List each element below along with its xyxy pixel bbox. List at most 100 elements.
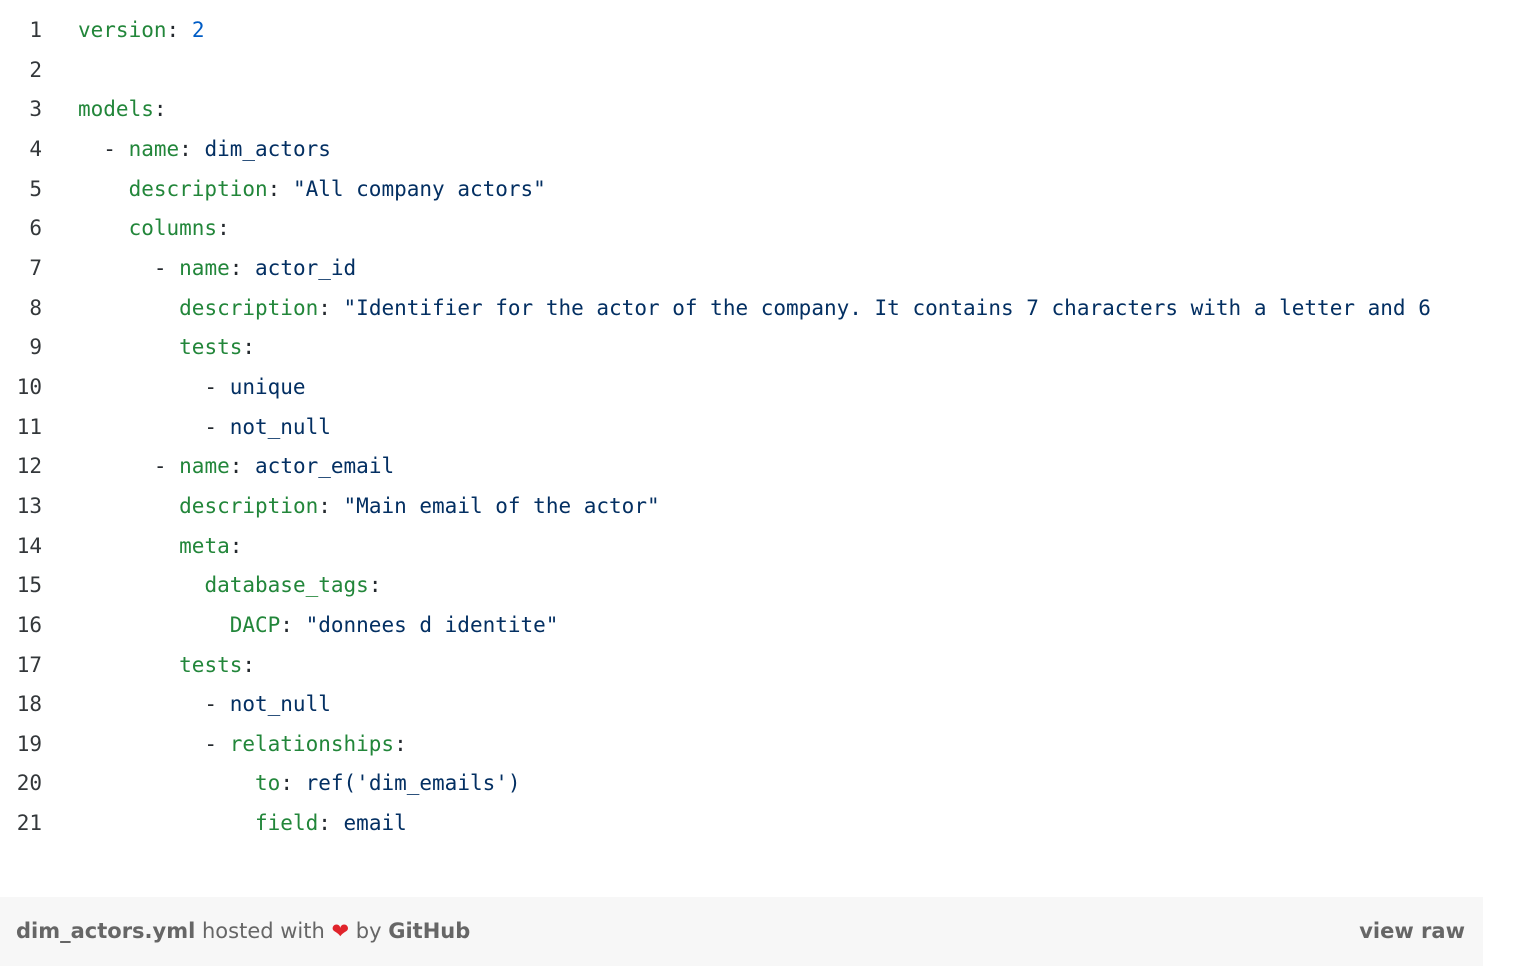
code-content: description: "Main email of the actor" (78, 487, 659, 527)
yaml-key: description (179, 295, 319, 320)
line-number: 15 (16, 573, 42, 598)
code-indent (78, 335, 179, 359)
yaml-key: name (179, 454, 230, 479)
github-link[interactable]: GitHub (388, 919, 471, 943)
yaml-separator: : (242, 335, 256, 360)
code-content: meta: (78, 527, 242, 567)
code-content: - name: actor_id (78, 249, 356, 289)
code-indent (78, 811, 255, 835)
code-line: 1 version: 2 (0, 11, 1522, 51)
line-number: 5 (29, 176, 42, 201)
yaml-value: ref('dim_emails') (305, 771, 521, 796)
yaml-separator: : (280, 612, 306, 637)
code-line: 3 models: (0, 90, 1522, 130)
yaml-separator: : (318, 295, 344, 320)
code-content: description: "Identifier for the actor o… (78, 289, 1431, 329)
yaml-separator: : (318, 811, 344, 836)
code-indent: - (78, 414, 230, 439)
code-indent (78, 494, 179, 518)
code-line: 14 meta: (0, 527, 1522, 567)
code-line: 5 description: "All company actors" (0, 170, 1522, 210)
gist-meta: dim_actors.yml hosted with ❤ by GitHub (16, 897, 470, 966)
code-content: version: 2 (78, 11, 204, 51)
code-indent: - (78, 136, 129, 161)
view-raw-link[interactable]: view raw (1359, 919, 1465, 943)
yaml-key: database_tags (204, 573, 369, 598)
code-content: tests: (78, 328, 255, 368)
code-line: 6 columns: (0, 209, 1522, 249)
code-indent: - (78, 454, 180, 479)
code-content: models: (78, 90, 167, 130)
line-number: 12 (16, 454, 42, 479)
yaml-separator: : (242, 652, 256, 677)
code-content: columns: (78, 209, 230, 249)
yaml-separator: : (153, 97, 167, 122)
line-number: 1 (29, 18, 42, 42)
line-number: 20 (16, 771, 42, 796)
code-line: 12 - name: actor_email (0, 447, 1522, 487)
yaml-separator: : (217, 216, 230, 241)
code-indent (78, 296, 179, 320)
yaml-key: name (128, 136, 180, 161)
yaml-key: models (78, 97, 154, 122)
yaml-key: relationships (229, 731, 395, 756)
yaml-separator: : (280, 771, 306, 796)
line-number: 10 (16, 374, 42, 399)
line-number: 19 (16, 731, 42, 756)
heart-icon: ❤ (331, 919, 350, 943)
yaml-separator: : (229, 533, 243, 558)
yaml-value: "Identifier for the actor of the company… (343, 295, 1431, 320)
yaml-key: field (255, 811, 319, 836)
yaml-key: tests (179, 652, 243, 677)
line-number: 6 (29, 216, 42, 241)
yaml-key: tests (179, 335, 243, 360)
code-line: 2 (0, 51, 1522, 91)
code-line: 21 field: email (0, 804, 1522, 844)
yaml-separator: : (179, 136, 205, 161)
code-content: - name: actor_email (78, 447, 394, 487)
code-line: 15 database_tags: (0, 566, 1522, 606)
yaml-value: email (343, 811, 407, 836)
code-indent (78, 653, 179, 677)
code-line: 9 tests: (0, 328, 1522, 368)
yaml-separator: : (229, 255, 256, 280)
code-line: 7 - name: actor_id (0, 249, 1522, 289)
line-number: 9 (29, 335, 42, 360)
code-line: 16 DACP: "donnees d identite" (0, 606, 1522, 646)
code-content: - unique (78, 368, 305, 408)
code-content: DACP: "donnees d identite" (78, 606, 559, 646)
yaml-separator: : (166, 18, 192, 42)
yaml-value: "donnees d identite" (305, 612, 559, 637)
yaml-key: version (78, 18, 167, 42)
line-number: 8 (29, 295, 42, 320)
line-number: 7 (29, 255, 42, 280)
line-number: 3 (29, 97, 42, 122)
yaml-key: DACP (229, 612, 281, 637)
code-content: - relationships: (78, 725, 406, 765)
gist-footer: dim_actors.yml hosted with ❤ by GitHub v… (0, 897, 1483, 966)
yaml-separator: : (267, 176, 293, 201)
code-content: - not_null (78, 685, 331, 725)
code-indent (78, 771, 255, 795)
yaml-key: description (128, 176, 268, 201)
code-line: 19 - relationships: (0, 725, 1522, 765)
code-indent (78, 177, 129, 201)
code-content: description: "All company actors" (78, 170, 546, 210)
yaml-value: 2 (191, 18, 205, 42)
code-line: 20 to: ref('dim_emails') (0, 764, 1522, 804)
code-content: tests: (78, 646, 255, 686)
yaml-value: not_null (229, 692, 331, 717)
yaml-value: dim_actors (204, 136, 331, 161)
code-indent (78, 534, 179, 558)
yaml-separator: : (229, 454, 256, 479)
file-name-link[interactable]: dim_actors.yml (16, 919, 196, 943)
yaml-key: columns (128, 216, 218, 241)
yaml-value: not_null (229, 414, 331, 439)
code-line: 17 tests: (0, 646, 1522, 686)
code-indent: - (78, 731, 230, 756)
code-line: 18 - not_null (0, 685, 1522, 725)
hosted-with-text: hosted with (202, 919, 325, 943)
line-number: 21 (16, 811, 42, 836)
code-line: 10 - unique (0, 368, 1522, 408)
